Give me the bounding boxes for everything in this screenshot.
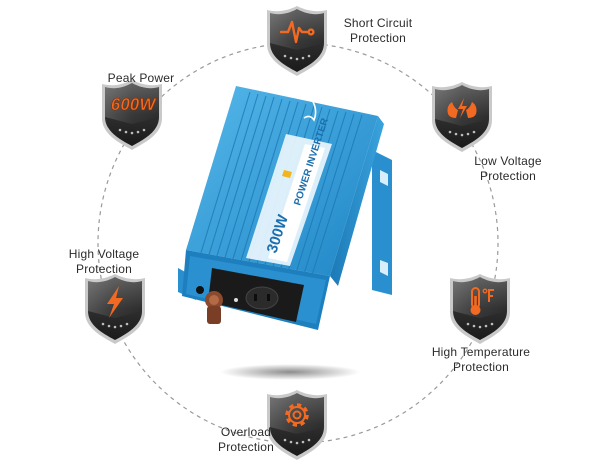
shield-high-temperature: [450, 274, 510, 344]
label-overload-line2: Protection: [217, 440, 275, 454]
shield-high-voltage: [85, 274, 145, 344]
gear-icon: [285, 403, 309, 427]
label-low-voltage-line1: Low Voltage: [474, 154, 542, 168]
label-short-circuit: Short Circuit Protection: [330, 16, 426, 46]
label-high-temperature-line1: High Temperature: [431, 345, 531, 359]
thermometer-celsius-icon: [470, 287, 494, 315]
label-low-voltage-line2: Protection: [479, 169, 537, 183]
label-high-voltage-line1: High Voltage: [68, 247, 140, 261]
hand-bolt-icon: [447, 98, 477, 118]
label-short-circuit-line1: Short Circuit: [343, 16, 413, 30]
label-high-voltage: High Voltage Protection: [56, 247, 152, 277]
label-peak-power-line1: Peak Power: [107, 71, 175, 85]
power-inverter-image: [178, 86, 392, 330]
waveform-icon: [279, 20, 315, 44]
shield-short-circuit: [267, 6, 327, 76]
lightning-bolt-icon: [107, 286, 123, 318]
label-high-voltage-line2: Protection: [75, 262, 133, 276]
label-high-temperature-line2: Protection: [452, 360, 510, 374]
label-low-voltage: Low Voltage Protection: [462, 154, 554, 184]
shield-overload: [267, 390, 327, 460]
shield-low-voltage: [432, 82, 492, 152]
label-overload-line1: Overload: [220, 425, 272, 439]
peak-power-badge: 600W: [109, 94, 158, 114]
label-short-circuit-line2: Protection: [349, 31, 407, 45]
label-high-temperature: High Temperature Protection: [412, 345, 550, 375]
shield-peak-power: 600W: [102, 80, 162, 150]
label-overload: Overload Protection: [208, 425, 284, 455]
product-shadow: [220, 364, 360, 380]
label-peak-power: Peak Power: [96, 71, 186, 86]
